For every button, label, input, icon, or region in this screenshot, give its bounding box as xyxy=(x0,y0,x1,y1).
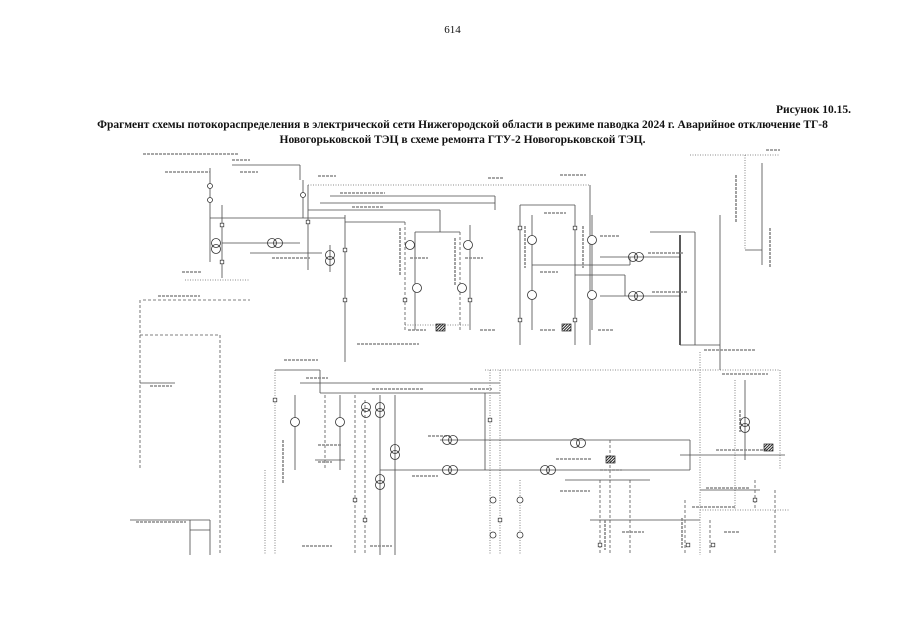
transformer-winding xyxy=(540,465,550,475)
transformer-winding xyxy=(375,408,385,418)
breaker-symbol xyxy=(362,517,368,523)
hatched-block xyxy=(435,323,446,332)
transformer-winding xyxy=(546,465,556,475)
node-circle xyxy=(207,183,213,189)
transformer-winding xyxy=(634,291,644,301)
transformer-symbol xyxy=(267,238,283,248)
transformer-winding xyxy=(325,256,335,266)
node-circle xyxy=(457,283,467,293)
transformer-winding xyxy=(267,238,277,248)
breaker-symbol xyxy=(517,317,523,323)
breaker-symbol xyxy=(305,219,311,225)
transformer-winding xyxy=(211,244,221,254)
node-circle xyxy=(516,496,524,504)
node-circle xyxy=(335,417,345,427)
node-circle xyxy=(527,290,537,300)
transformer-winding xyxy=(576,438,586,448)
transformer-winding xyxy=(442,465,452,475)
breaker-symbol xyxy=(572,225,578,231)
breaker-symbol xyxy=(342,247,348,253)
transformer-symbol xyxy=(325,250,335,266)
node-circle xyxy=(516,531,524,539)
transformer-symbol xyxy=(628,291,644,301)
figure-label: Рисунок 10.15. xyxy=(776,104,851,116)
breaker-symbol xyxy=(497,517,503,523)
transformer-winding xyxy=(211,238,221,248)
breaker-symbol xyxy=(710,542,716,548)
transformer-symbol xyxy=(540,465,556,475)
transformer-symbol xyxy=(211,238,221,254)
breaker-symbol xyxy=(342,297,348,303)
breaker-symbol xyxy=(219,222,225,228)
figure-title: Фрагмент схемы потокораспределения в эле… xyxy=(20,118,905,148)
transformer-winding xyxy=(361,402,371,412)
transformer-symbol xyxy=(740,417,750,433)
transformer-winding xyxy=(375,474,385,484)
node-circle xyxy=(587,235,597,245)
breaker-symbol xyxy=(685,542,691,548)
transformer-winding xyxy=(740,423,750,433)
transformer-winding xyxy=(740,417,750,427)
hatched-block xyxy=(605,455,616,464)
transformer-symbol xyxy=(361,402,371,418)
node-circle xyxy=(405,240,415,250)
transformer-winding xyxy=(628,291,638,301)
breaker-symbol xyxy=(402,297,408,303)
breaker-symbol xyxy=(752,497,758,503)
transformer-winding xyxy=(375,402,385,412)
transformer-winding xyxy=(628,252,638,262)
transformer-winding xyxy=(448,435,458,445)
transformer-winding xyxy=(273,238,283,248)
breaker-symbol xyxy=(467,297,473,303)
node-circle xyxy=(489,496,497,504)
node-circle xyxy=(207,197,213,203)
transformer-symbol xyxy=(570,438,586,448)
page-number: 614 xyxy=(444,24,461,36)
breaker-symbol xyxy=(517,225,523,231)
transformer-symbol xyxy=(375,474,385,490)
transformer-winding xyxy=(570,438,580,448)
hatched-block xyxy=(561,323,572,332)
breaker-symbol xyxy=(597,542,603,548)
transformer-winding xyxy=(390,450,400,460)
transformer-winding xyxy=(390,444,400,454)
node-circle xyxy=(412,283,422,293)
transformer-symbol xyxy=(628,252,644,262)
hatched-block xyxy=(763,443,774,452)
node-circle xyxy=(463,240,473,250)
figure-title-line: Фрагмент схемы потокораспределения в эле… xyxy=(97,119,828,131)
breaker-symbol xyxy=(352,497,358,503)
breaker-symbol xyxy=(219,259,225,265)
node-circle xyxy=(489,531,497,539)
transformer-winding xyxy=(325,250,335,260)
transformer-winding xyxy=(448,465,458,475)
transformer-winding xyxy=(634,252,644,262)
figure-title-line: Новогорьковской ТЭЦ в схеме ремонта ГТУ-… xyxy=(279,134,646,146)
breaker-symbol xyxy=(272,397,278,403)
node-circle xyxy=(587,290,597,300)
transformer-winding xyxy=(375,480,385,490)
transformer-symbol xyxy=(390,444,400,460)
breaker-symbol xyxy=(572,317,578,323)
node-circle xyxy=(290,417,300,427)
breaker-symbol xyxy=(487,417,493,423)
node-circle xyxy=(527,235,537,245)
node-circle xyxy=(300,192,306,198)
transformer-symbol xyxy=(442,465,458,475)
transformer-symbol xyxy=(442,435,458,445)
transformer-winding xyxy=(442,435,452,445)
transformer-winding xyxy=(361,408,371,418)
transformer-symbol xyxy=(375,402,385,418)
